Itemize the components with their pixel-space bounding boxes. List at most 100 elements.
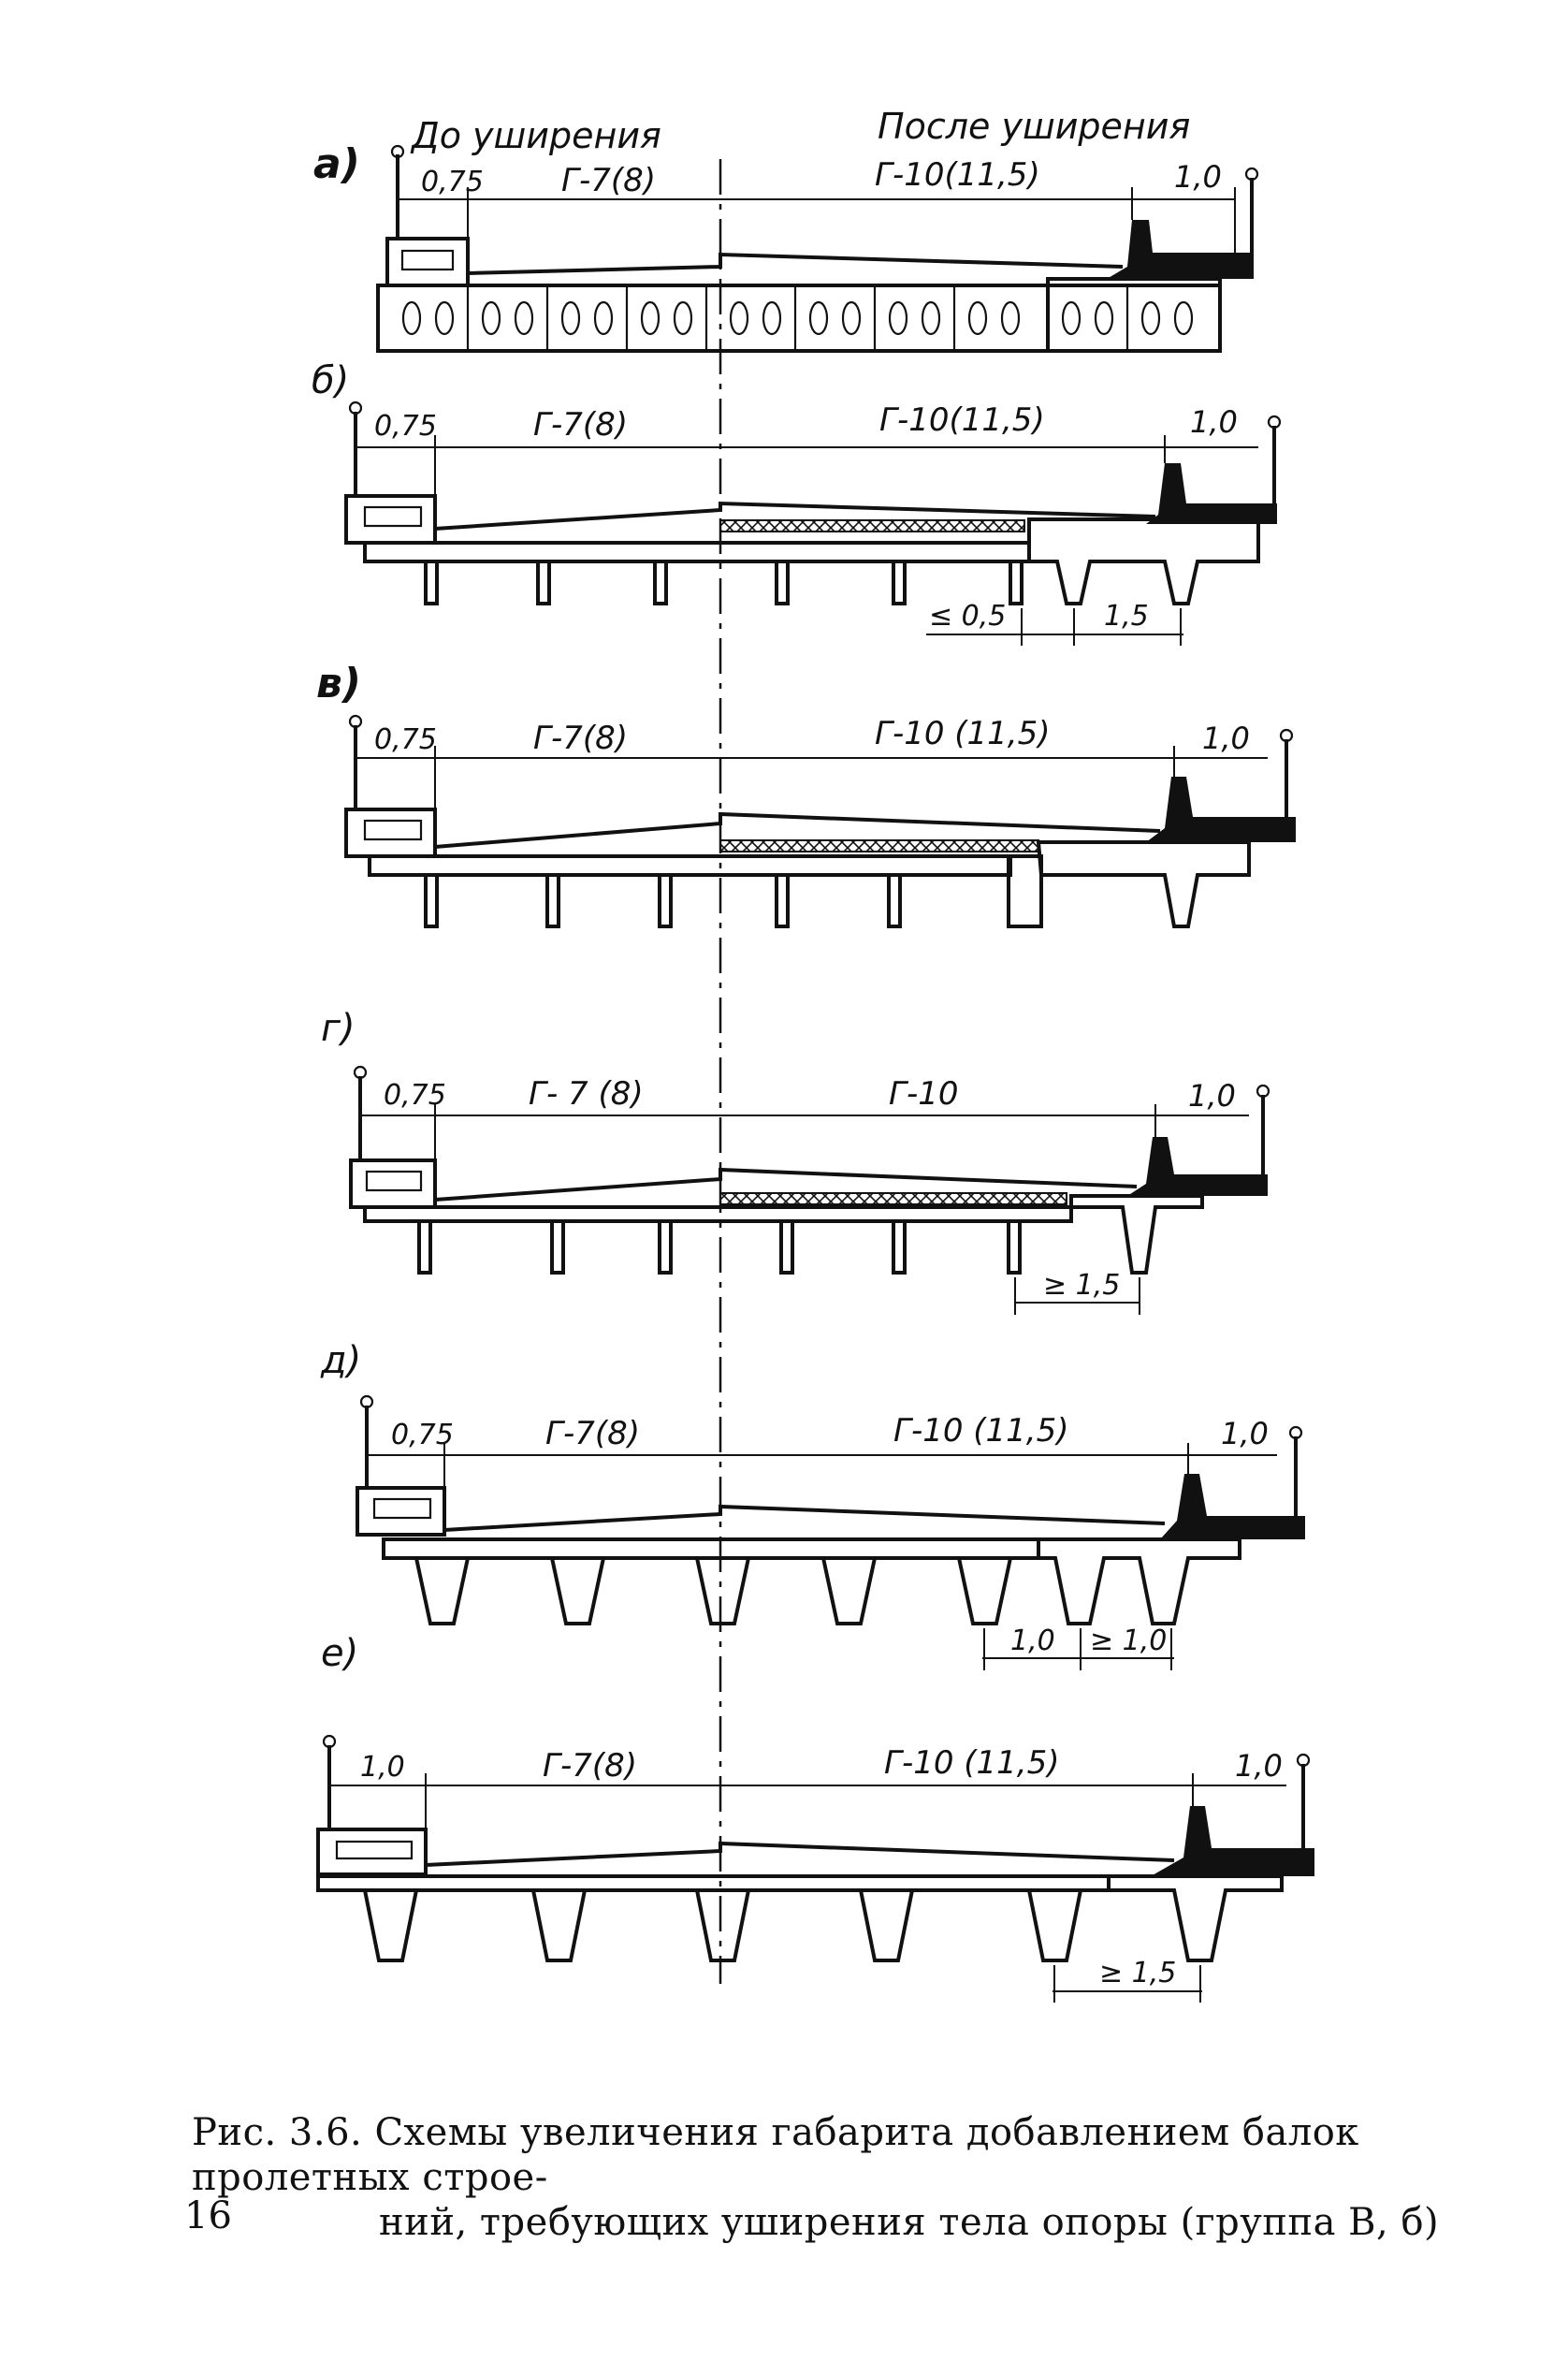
dim-left: 0,75 <box>374 723 437 756</box>
road-surface <box>425 1841 1175 1867</box>
railing-post-head <box>1244 167 1259 182</box>
sidewalk-detail <box>335 1840 414 1860</box>
dim-mid-left: Г-7(8) <box>533 406 628 444</box>
dim-mid-right: Г-10 (11,5) <box>884 1744 1060 1782</box>
dim-left: 1,0 <box>360 1751 405 1784</box>
bottom-dim: ≥ 1,0 <box>1090 1625 1167 1657</box>
ribs <box>424 561 1024 605</box>
bottom-dim: ≤ 0,5 <box>929 600 1006 633</box>
caption-line-1: Рис. 3.6. Схемы увеличения габарита доба… <box>192 2111 1359 2199</box>
sidewalk-left <box>349 1158 437 1209</box>
railing-post-head <box>1267 415 1282 430</box>
joint-block <box>1007 854 1043 928</box>
slab-body <box>376 284 1222 353</box>
curb-right <box>1146 463 1277 524</box>
panel-a: а) 0,75 Г-7(8) Г-10(11,5) 1,0 <box>313 140 1259 353</box>
dim-right: 1,0 <box>1235 1748 1283 1784</box>
t-ribs <box>414 1557 1012 1625</box>
panel-label: е) <box>321 1632 358 1675</box>
panel-v: в) 0,75 Г-7(8) Г-10 (11,5) 1,0 <box>316 660 1296 928</box>
road-surface <box>443 1504 1166 1532</box>
panel-label: б) <box>312 359 349 402</box>
dim-left: 0,75 <box>421 166 484 198</box>
panel-label: в) <box>316 660 361 707</box>
dim-mid-left: Г-7(8) <box>543 1747 637 1785</box>
added-beams <box>1107 1874 1284 1962</box>
sidewalk-detail <box>372 1497 432 1520</box>
road-surface <box>434 811 1161 849</box>
dim-right: 1,0 <box>1202 721 1250 756</box>
sidewalk-left <box>356 1486 446 1537</box>
slab-body <box>363 541 1031 563</box>
dim-left: 0,75 <box>391 1419 454 1451</box>
panel-label: а) <box>313 140 360 188</box>
curb-right <box>1127 1137 1268 1196</box>
sidewalk-left <box>385 237 470 287</box>
t-ribs <box>363 1889 1082 1962</box>
railing-post-head <box>359 1394 374 1409</box>
dim-mid-right: Г-10(11,5) <box>879 401 1045 439</box>
road-surface <box>467 252 1124 275</box>
railing-post-head <box>353 1065 368 1080</box>
railing-post-head <box>1288 1425 1303 1440</box>
added-beams <box>1037 1537 1241 1625</box>
dim-right: 1,0 <box>1190 404 1238 440</box>
header-after: После уширения <box>878 106 1190 147</box>
sidewalk-left <box>316 1828 428 1876</box>
dim-right: 1,0 <box>1221 1416 1269 1451</box>
figure-caption: Рис. 3.6. Схемы увеличения габарита доба… <box>192 2110 1445 2245</box>
railing-post-head <box>1256 1084 1270 1099</box>
sidewalk-detail <box>365 1170 423 1192</box>
road-surface <box>434 1167 1138 1202</box>
dim-mid-right: Г-10 (11,5) <box>893 1412 1069 1450</box>
dim-right: 1,0 <box>1188 1078 1236 1114</box>
railing-post-head <box>1296 1753 1311 1768</box>
dim-right: 1,0 <box>1174 159 1222 195</box>
dim-mid-right: Г-10 (11,5) <box>875 715 1051 752</box>
curb-right <box>1146 777 1296 842</box>
dim-mid-left: Г-7(8) <box>533 720 628 757</box>
dim-left: 0,75 <box>374 410 437 443</box>
panel-label: д) <box>320 1339 361 1382</box>
railing-post-head <box>348 714 363 729</box>
panel-b: б) 0,75 Г-7(8) Г-10(11,5) 1,0 ≤ 0,5 1,5 <box>312 359 1282 646</box>
dim-mid-left: Г-7(8) <box>545 1415 640 1452</box>
dim-mid-right: Г-10 <box>889 1075 958 1113</box>
sidewalk-detail <box>400 249 455 271</box>
panel-d: д) 0,75 Г-7(8) Г-10 (11,5) 1,0 1,0 ≥ 1,0 <box>320 1339 1305 1670</box>
dim-mid-right: Г-10(11,5) <box>875 156 1040 194</box>
railing-post-head <box>1279 728 1294 743</box>
railing-post-head <box>390 144 405 159</box>
bottom-dim: ≥ 1,5 <box>1043 1269 1120 1302</box>
beam-joints <box>466 285 1129 351</box>
curb-right <box>1107 220 1254 279</box>
added-beams <box>1069 1194 1204 1275</box>
bottom-dim: ≥ 1,5 <box>1099 1957 1176 1989</box>
panel-e: е) 1,0 Г-7(8) Г-10 (11,5) 1,0 ≥ 1,5 <box>316 1632 1314 2003</box>
slab-body <box>363 1205 1073 1223</box>
railing-post-head <box>322 1734 337 1749</box>
page-number: 16 <box>184 2194 232 2237</box>
caption-line-2: ний, требующих уширения тела опоры (груп… <box>379 2201 1440 2244</box>
added-beams <box>1036 840 1251 928</box>
ribs <box>424 875 902 928</box>
panel-label: г) <box>321 1007 356 1050</box>
overlay-layer <box>719 519 1025 532</box>
slab-body <box>316 1874 1111 1892</box>
curb-right <box>1151 1806 1314 1876</box>
ribs <box>417 1221 1022 1275</box>
overlay-layer <box>719 839 1039 852</box>
sidewalk-detail <box>363 819 423 841</box>
slab-body <box>368 854 1012 877</box>
dim-mid-left: Г- 7 (8) <box>529 1075 644 1113</box>
dim-left: 0,75 <box>384 1079 446 1112</box>
slab-body <box>382 1537 1040 1560</box>
panel-g: г) 0,75 Г- 7 (8) Г-10 1,0 ≥ 1,5 <box>321 1007 1270 1315</box>
added-beams <box>1027 517 1260 605</box>
header-before: До уширения <box>410 115 661 156</box>
added-slab <box>1046 277 1222 353</box>
railing-post-head <box>348 401 363 415</box>
overlay-layer <box>719 1192 1067 1205</box>
sidewalk-detail <box>363 505 423 528</box>
